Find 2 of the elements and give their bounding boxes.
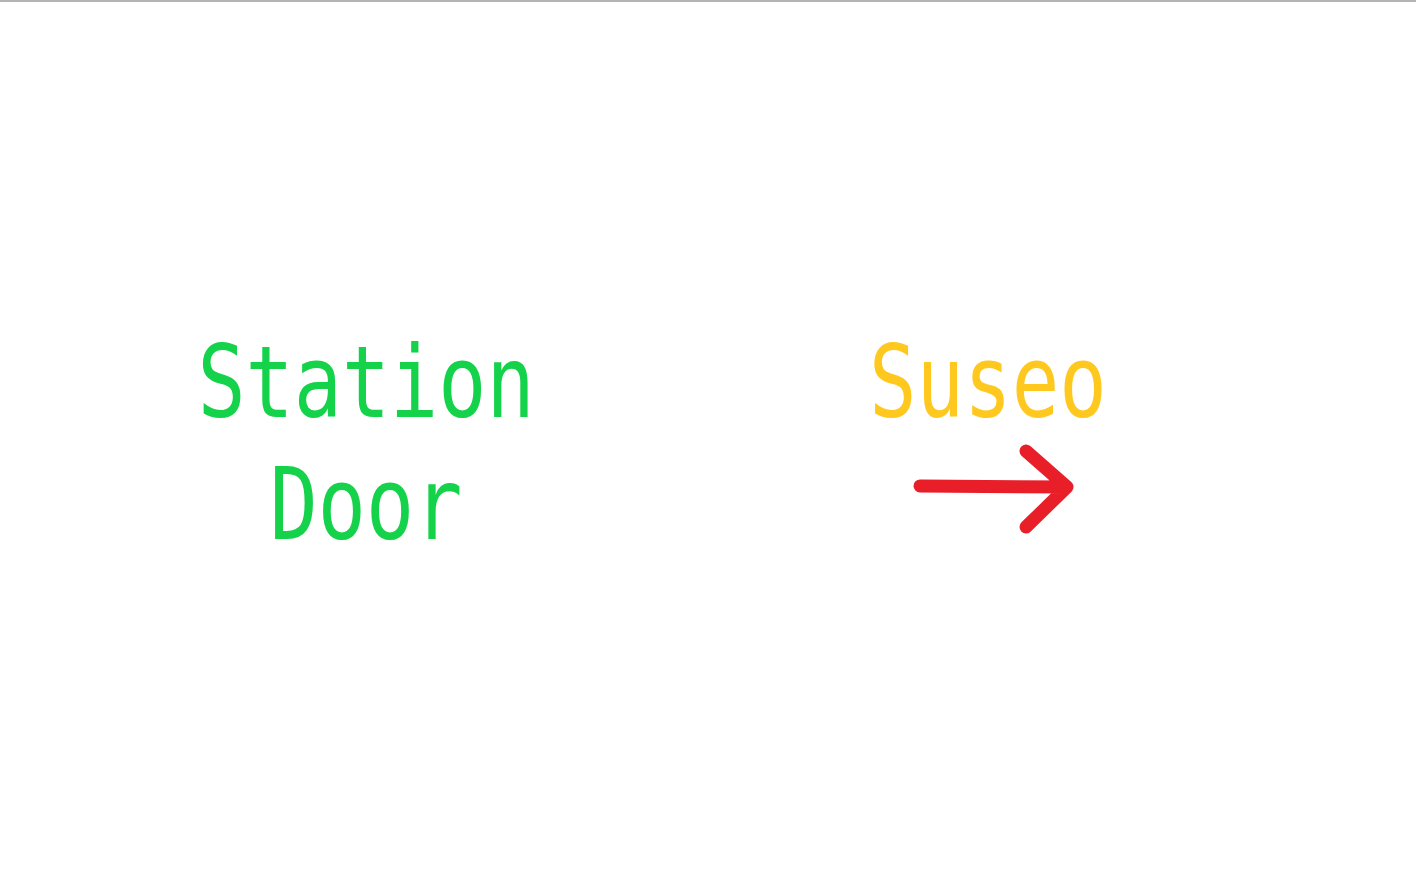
sign-text: Station Door [196, 323, 536, 565]
destination-text: Suseo [869, 323, 1107, 443]
